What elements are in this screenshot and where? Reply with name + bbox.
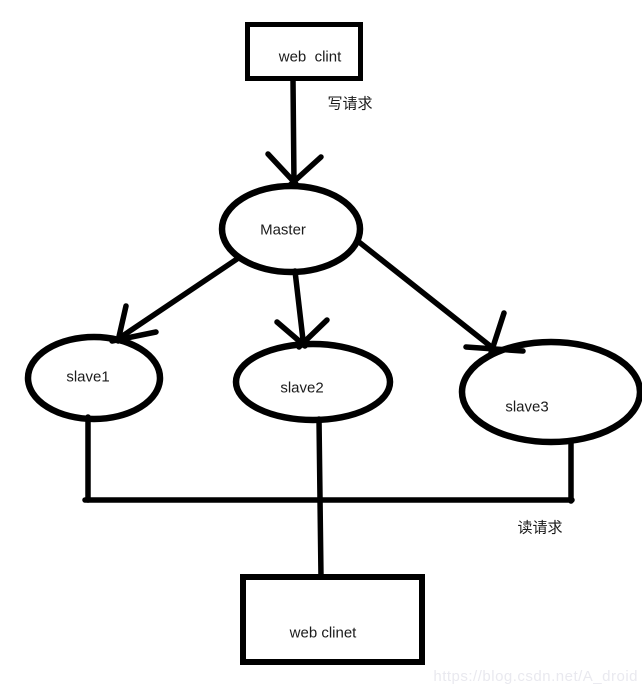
top-box-label: web clint (278, 48, 342, 66)
edge-webclient-to-master (290, 77, 297, 186)
arrowhead-master-left-wing (265, 151, 299, 187)
slave2-label: slave2 (280, 379, 324, 397)
node-web-client-bottom (240, 574, 425, 665)
bottom-box-label: web clinet (289, 624, 357, 642)
edge-master-to-slave1 (118, 256, 240, 340)
slave1-label: slave1 (66, 368, 110, 386)
arrowhead-master-right-wing (286, 154, 324, 189)
write-request-label: 写请求 (327, 95, 373, 113)
master-label: Master (260, 221, 306, 239)
edge-slave2-to-webclient (316, 416, 324, 580)
node-web-client-top (245, 22, 363, 81)
arrowhead-slave3-wing-b (463, 344, 526, 354)
edge-master-to-slave3 (356, 239, 497, 352)
slave2-ellipse (232, 340, 394, 424)
arrowhead-slave1-wing-a (115, 303, 129, 344)
arrowhead-slave1-wing-b (109, 329, 159, 344)
arrowhead-slave2-wing-b (296, 317, 330, 350)
edge-master-to-slave2 (292, 268, 306, 343)
slave3-ellipse (458, 338, 642, 446)
watermark-text: https://blog.csdn.net/A_droid (433, 668, 638, 685)
read-request-label: 读请求 (517, 519, 563, 537)
slave1-ellipse (24, 333, 164, 423)
slave3-label: slave3 (505, 398, 549, 416)
